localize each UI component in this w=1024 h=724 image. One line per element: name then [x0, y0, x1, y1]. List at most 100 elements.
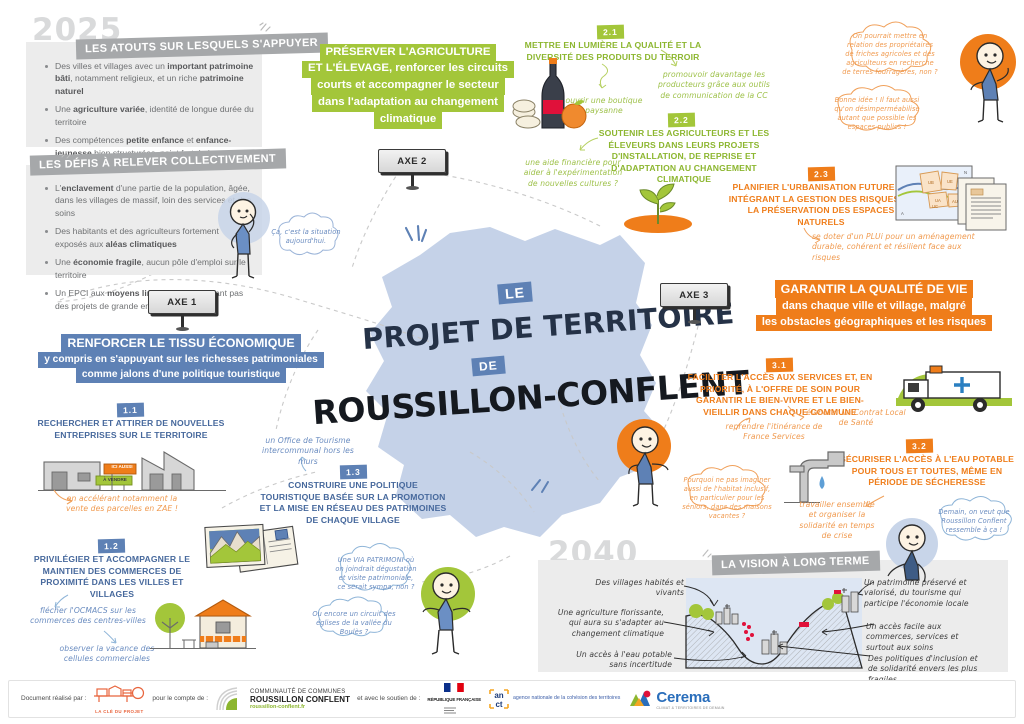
- cc-wordmark-main: ROUSSILLON CONFLENT: [250, 694, 351, 704]
- axe-2-headline-line-1: ET L'ÉLEVAGE, renforcer les circuits: [302, 60, 514, 78]
- cc-logo-icon: [216, 687, 238, 711]
- axe-2-post: [410, 173, 414, 187]
- arrow-note-2-3-icon: [803, 227, 821, 244]
- list-item: L'enclavement d'une partie de la populat…: [44, 182, 252, 219]
- axe-2-headline-line-3: dans l'adaptation au changement: [312, 94, 504, 112]
- svg-text:UA: UA: [935, 198, 941, 203]
- sign-ici-aussi: ICI AUSSI: [111, 464, 133, 469]
- logo-cerema: Cerema CLIMAT & TERRITOIRES DE DEMAIN: [627, 688, 724, 710]
- arrow-note-1-1-icon: [53, 489, 73, 505]
- character-orange-axe3-icon: [617, 419, 671, 507]
- axe-1-signpost: AXE 1: [148, 290, 216, 331]
- postcards-illustration: [204, 523, 299, 573]
- note-3-1-1: élaborer un Contrat Local de Santé: [806, 408, 906, 428]
- speech-bubble-axe1-b: [317, 596, 387, 637]
- cc-wordmark-top: COMMUNAUTÉ DE COMMUNES: [250, 688, 346, 695]
- industrial-zone-illustration: [38, 451, 226, 492]
- note-3-2-0: travailler ensemble et organiser la soli…: [799, 500, 875, 540]
- action-2-1-chip-wrap: 2.1: [595, 22, 625, 40]
- cerema-mark-icon: [630, 690, 651, 706]
- cc-wordmark-url: roussillon-conflent.fr: [250, 703, 306, 710]
- vision-note-3: Un patrimoine préservé et valorisé, du t…: [864, 578, 969, 608]
- action-1-1-title: RECHERCHER ET ATTIRER DE NOUVELLES ENTRE…: [37, 418, 225, 440]
- diagnostic-bubble-text: Ça, c'est la situation aujourd'hui.: [271, 228, 341, 245]
- arrow-note-3-1-a-icon: [735, 417, 751, 431]
- faucet-illustration: [784, 451, 845, 504]
- axe-1-headline-line-1: y compris en s'appuyant sur les richesse…: [38, 352, 324, 368]
- action-1-2-chip-wrap: 1.2: [96, 536, 126, 554]
- axe-2-headline-line-4: climatique: [373, 111, 443, 129]
- bubble-axe2-a-text: On pourrait mettre en relation des propr…: [842, 32, 938, 76]
- note-1-1-0: en accélérant notamment la vente des par…: [66, 494, 178, 514]
- french-flag-icon: [444, 682, 465, 692]
- seedling-illustration: [624, 183, 692, 233]
- svg-text:AU: AU: [952, 199, 958, 204]
- note-2-1-1: ouvrir une boutique paysanne: [565, 96, 643, 116]
- local-shop-illustration: [150, 599, 256, 650]
- vision-note-2: Un accès à l'eau potable sans incertitud…: [576, 650, 672, 670]
- arrow-note-3-1-b-icon: [787, 405, 805, 421]
- action-3-2-number: 3.2: [905, 438, 933, 454]
- action-3-2-title: SÉCURISER L'ACCÈS À L'EAU POTABLE POUR T…: [839, 454, 1015, 488]
- note-1-3-0: un Office de Tourisme intercommunal hors…: [261, 436, 354, 466]
- action-2-2-title: SOUTENIR LES AGRICULTEURS ET LES ÉLEVEUR…: [598, 128, 770, 185]
- logo-la-cle-label: LA CLÉ DU PROJET: [95, 709, 144, 714]
- note-2-3-0: se doter d'un PLUi pour un aménagement d…: [812, 232, 975, 262]
- la-cle-logo-icon: [94, 685, 145, 702]
- axe-1-headline-line-0: RENFORCER LE TISSU ÉCONOMIQUE: [61, 334, 301, 353]
- axe-1-post: [180, 314, 184, 328]
- bubble-axe1-b-text: Ou encore un circuit des églises de la v…: [312, 610, 396, 636]
- republique-label: RÉPUBLIQUE FRANÇAISE: [427, 696, 482, 702]
- bubble-axe2-b-text: Bonne idée ! Il faut aussi qu'on désimpe…: [834, 96, 920, 131]
- arrow-note-2-1-a-icon: [660, 49, 678, 67]
- speech-bubble-axe2-b: [837, 85, 920, 131]
- bubble-axe3-a-text: Pourquoi ne pas imaginer aussi de l'habi…: [682, 476, 772, 520]
- logo-anct: an ct agence nationale de la cohésion de…: [488, 688, 620, 710]
- axe-2-headline-line-0: PRÉSERVER L'AGRICULTURE: [319, 44, 497, 61]
- strengths-panel: [26, 42, 262, 147]
- action-2-1-title: METTRE EN LUMIÈRE LA QUALITÉ ET LA DIVER…: [524, 40, 702, 62]
- note-2-1-0: promouvoir davantage les producteurs grâ…: [658, 70, 770, 100]
- vision-note-4: Un accès facile aux commerces, services …: [866, 622, 959, 652]
- title-le-label: LE: [497, 281, 533, 305]
- action-2-3-title: PLANIFIER L'URBANISATION FUTURE EN INTÉG…: [728, 182, 914, 227]
- list-item: Des habitants et des agriculteurs fortem…: [44, 225, 252, 250]
- footer: Document réalisé par : LA CLÉ DU PROJET …: [8, 680, 1016, 718]
- axe-1-headline: RENFORCER LE TISSU ÉCONOMIQUE y compris …: [38, 334, 324, 383]
- action-3-1-title: FACILITER L'ACCÈS AUX SERVICES ET, EN PR…: [687, 372, 873, 417]
- action-3-1-chip-wrap: 3.1: [764, 355, 794, 373]
- arrow-note-2-2-icon: [579, 137, 599, 151]
- axe-3-post: [692, 307, 696, 321]
- list-item: Une économie fragile, aucun pôle d'emplo…: [44, 256, 252, 281]
- action-1-1-chip-wrap: 1.1: [115, 400, 145, 418]
- action-1-2-number: 1.2: [97, 538, 125, 554]
- action-2-2-chip-wrap: 2.2: [666, 110, 696, 128]
- svg-text:UB: UB: [928, 180, 934, 185]
- action-2-3-chip-wrap: 2.3: [806, 164, 836, 182]
- axe-3-headline-line-0: GARANTIR LA QUALITÉ DE VIE: [774, 280, 974, 299]
- note-3-1-0: reprendre l'itinérance de France Service…: [725, 422, 823, 442]
- arrow-note-3-2-icon: [865, 495, 885, 508]
- list-item: Des villes et villages avec un important…: [44, 60, 256, 97]
- sign-a-vendre: À VENDRE: [103, 477, 127, 482]
- vision-note-0: Des villages habités et vivants: [595, 578, 684, 598]
- strengths-tag-label: LES ATOUTS SUR LESQUELS S'APPUYER: [75, 32, 329, 60]
- logo-republique-francaise: RÉPUBLIQUE FRANÇAISE: [427, 679, 481, 720]
- action-1-3-title: CONSTRUIRE UNE POLITIQUE TOURISTIQUE BAS…: [259, 480, 447, 525]
- plu-map-documents-illustration: UB UE UA UC AU N A: [895, 165, 1007, 231]
- axe-2-foot: [405, 186, 419, 190]
- character-green-axe1-icon: [421, 567, 475, 655]
- note-1-2-1: observer la vacance des cellules commerc…: [59, 644, 155, 664]
- challenges-list: L'enclavement d'une partie de la populat…: [44, 182, 252, 318]
- axe-3-headline-line-1: dans chaque ville et village, malgré: [775, 298, 973, 315]
- action-1-2-title: PRIVILÉGIER ET ACCOMPAGNER LE MAINTIEN D…: [33, 554, 191, 599]
- terroir-products-illustration: [512, 58, 587, 129]
- character-blue-vision-icon: [886, 518, 938, 583]
- bubble-vision-text: Demain, on veut que Roussillon Conflent …: [938, 508, 1010, 534]
- marianne-icon: [444, 707, 457, 713]
- title-le: LE: [497, 281, 533, 305]
- anct-text: agence nationale de la cohésion des terr…: [513, 695, 621, 702]
- footer-made-by-label: Document réalisé par :: [21, 695, 87, 703]
- axe-2-headline: PRÉSERVER L'AGRICULTURE ET L'ÉLEVAGE, re…: [302, 44, 514, 129]
